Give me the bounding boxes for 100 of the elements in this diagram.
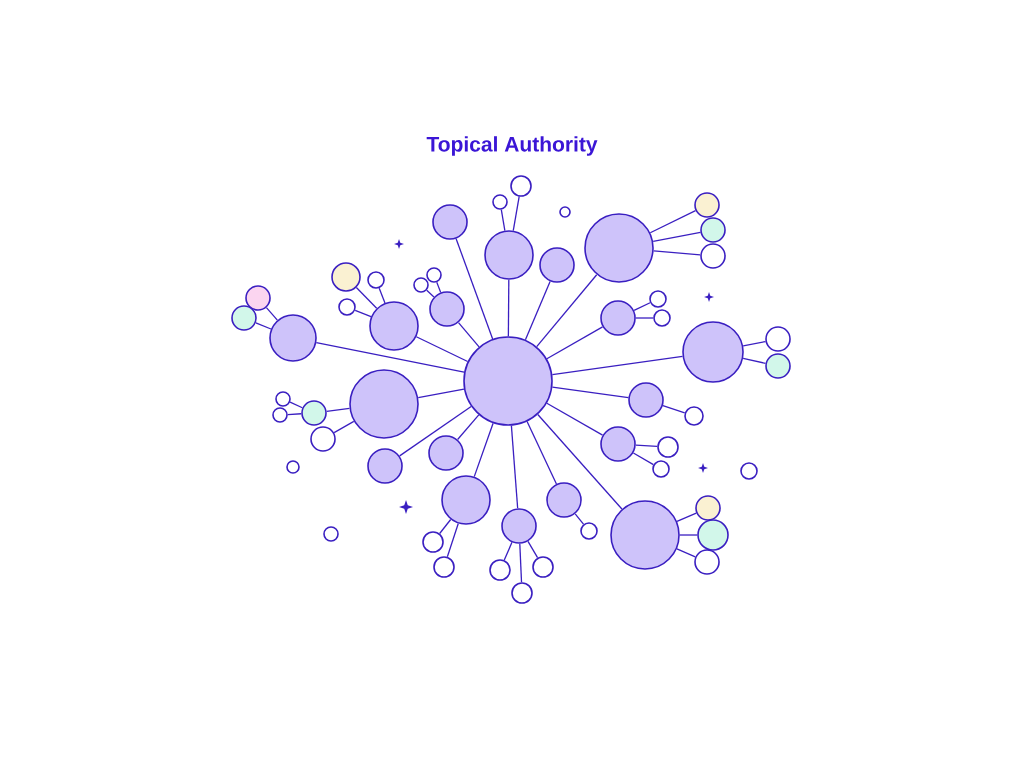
topic-circle [600,300,636,336]
empty-circle [694,549,720,575]
topic-circle [682,321,744,383]
topic-circle [584,213,654,283]
empty-circle [338,298,356,316]
connector-line [676,512,697,522]
empty-circle [323,526,339,542]
empty-circle [653,309,671,327]
connector-line [507,279,510,337]
empty-circle [532,556,554,578]
connector-line [355,286,378,309]
connector-line [676,548,696,558]
topic-circle [463,336,553,426]
connector-line [551,386,630,399]
connector-line [456,414,480,441]
topic-circle [369,301,419,351]
empty-circle [700,243,726,269]
empty-circle [275,391,291,407]
empty-circle [413,277,429,293]
topic-circle [610,500,680,570]
topic-circle [694,192,720,218]
connector-line [551,355,684,376]
connector-line [526,420,558,485]
connector-line [415,336,469,363]
connector-line [426,289,435,298]
connector-line [742,357,767,364]
connector-line [537,413,623,510]
topic-circle [245,285,271,311]
connector-line [633,302,651,311]
topic-circle [546,482,582,518]
topic-circle [367,448,403,484]
connector-line [519,543,523,583]
topic-circle [301,400,327,426]
connector-line [649,209,697,234]
empty-circle [765,326,791,352]
empty-circle [422,531,444,553]
connector-line [436,281,442,294]
connector-line [265,307,278,321]
connector-line [473,422,494,478]
topic-circle [501,508,537,544]
connector-line [503,541,513,561]
connector-line [536,274,598,348]
connector-line [524,280,551,341]
topic-circle [539,247,575,283]
empty-circle [510,175,532,197]
topic-circle [765,353,791,379]
connector-line [255,322,272,330]
connector-line [439,518,452,535]
topic-circle [432,204,468,240]
connector-line [546,402,604,436]
connector-line [455,238,494,340]
empty-circle [272,407,288,423]
empty-circle [367,271,385,289]
topic-circle [428,435,464,471]
connector-line [446,522,459,558]
empty-circle [511,582,533,604]
empty-circle [433,556,455,578]
connector-line [546,326,604,360]
connector-line [632,452,655,466]
empty-circle [649,290,667,308]
empty-circle [310,426,336,452]
connector-line [635,317,654,319]
connector-line [500,209,506,232]
topic-circle [331,262,361,292]
connector-line [333,420,355,434]
connector-line [653,250,701,256]
topic-circle [700,217,726,243]
connector-line [289,401,303,409]
topic-circle [269,314,317,362]
connector-line [635,444,658,447]
empty-circle [652,460,670,478]
empty-circle [657,436,679,458]
empty-circle [740,462,758,480]
connector-line [354,309,372,318]
topic-circle [695,495,721,521]
topic-circle [429,291,465,327]
connector-line [512,196,520,232]
connector-line [378,287,386,304]
title: Topical Authority [426,136,598,156]
empty-circle [492,194,508,210]
topic-circle [349,369,419,439]
connector-line [662,405,686,414]
connector-line [315,342,465,373]
connector-line [287,413,302,416]
topic-circle [628,382,664,418]
connector-line [679,534,698,536]
empty-circle [580,522,598,540]
empty-circle [489,559,511,581]
connector-line [457,321,480,348]
connector-line [417,388,465,399]
connector-line [510,425,519,509]
topic-circle [231,305,257,331]
connector-line [652,231,702,243]
topic-circle [484,230,534,280]
connector-line [326,407,351,412]
connector-line [574,513,585,525]
empty-circle [684,406,704,426]
topic-circle [600,426,636,462]
topic-circle [441,475,491,525]
connector-line [527,540,539,559]
